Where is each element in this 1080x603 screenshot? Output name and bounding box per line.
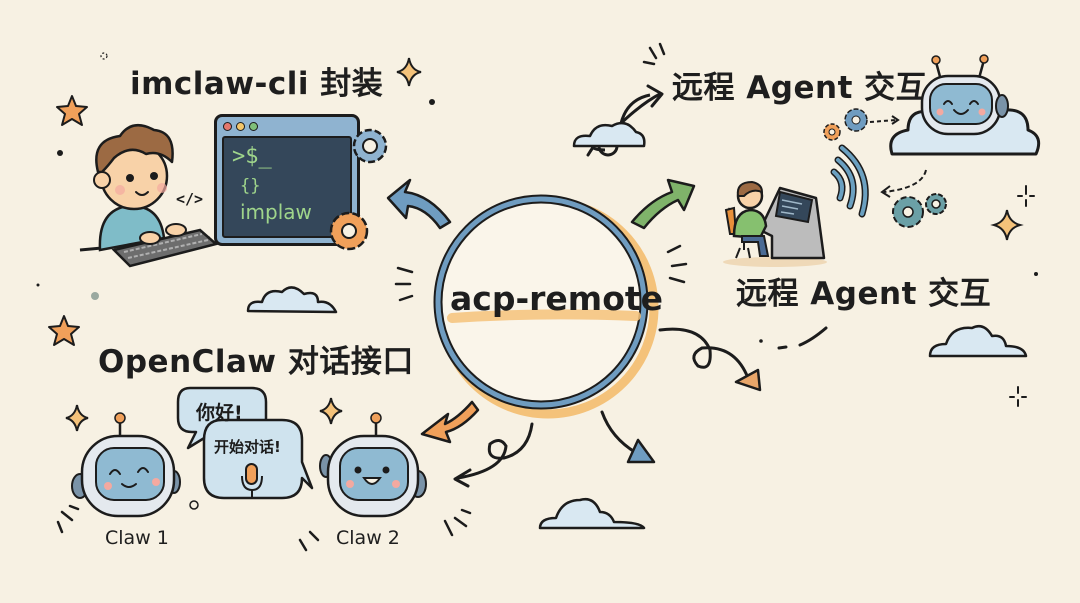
- sparkle-icon: [396, 57, 422, 87]
- gear-icon: [892, 196, 924, 228]
- gear-icon: [823, 123, 841, 141]
- cli-node-label: imclaw-cli 封装: [130, 66, 384, 102]
- gear-icon: [844, 108, 868, 132]
- gear-icon: [352, 128, 388, 164]
- cloud-icon: [246, 286, 338, 314]
- claw-2-label: Claw 2: [336, 527, 400, 549]
- terminal-braces: {}: [240, 176, 261, 196]
- star-icon: [48, 315, 80, 346]
- speech-bubble-start: 开始对话!: [214, 438, 281, 456]
- cloud-robot-illustration: [889, 54, 1041, 156]
- code-tag-icon: </>: [176, 190, 204, 208]
- terminal-screen: >$_ {} implaw: [222, 136, 352, 238]
- window-dot-red-icon: [223, 122, 232, 131]
- terminal-window: >$_ {} implaw: [214, 114, 360, 246]
- robot-claw-2-icon: [319, 412, 427, 518]
- terminal-command: implaw: [240, 200, 312, 224]
- cloud-icon: [928, 325, 1028, 358]
- window-dot-green-icon: [249, 122, 258, 131]
- openclaw-node-label: OpenClaw 对话接口: [98, 344, 414, 380]
- remote-node-mid-label: 远程 Agent 交互: [736, 276, 992, 312]
- remote-node-top-label: 远程 Agent 交互: [672, 70, 928, 106]
- terminal-prompt: >$_: [232, 144, 272, 169]
- sparkle-icon: [319, 397, 343, 425]
- remote-operator-illustration: [723, 180, 827, 267]
- sparkle-icon: [65, 404, 89, 432]
- microphone-icon: [241, 463, 263, 497]
- arrow-to-remote-icon: [630, 178, 696, 230]
- center-label: acp-remote: [450, 279, 664, 318]
- gear-icon: [925, 193, 947, 215]
- star-icon: [56, 95, 88, 126]
- arrow-to-cli-icon: [386, 178, 452, 230]
- window-dot-yellow-icon: [236, 122, 245, 131]
- claw-1-label: Claw 1: [105, 527, 169, 549]
- cloud-icon: [572, 121, 646, 148]
- robot-claw-1-icon: [71, 412, 181, 518]
- cloud-icon: [538, 498, 646, 530]
- speech-bubble-hello: 你好!: [196, 402, 243, 424]
- gear-icon: [329, 211, 369, 251]
- sparkle-icon: [990, 209, 1024, 241]
